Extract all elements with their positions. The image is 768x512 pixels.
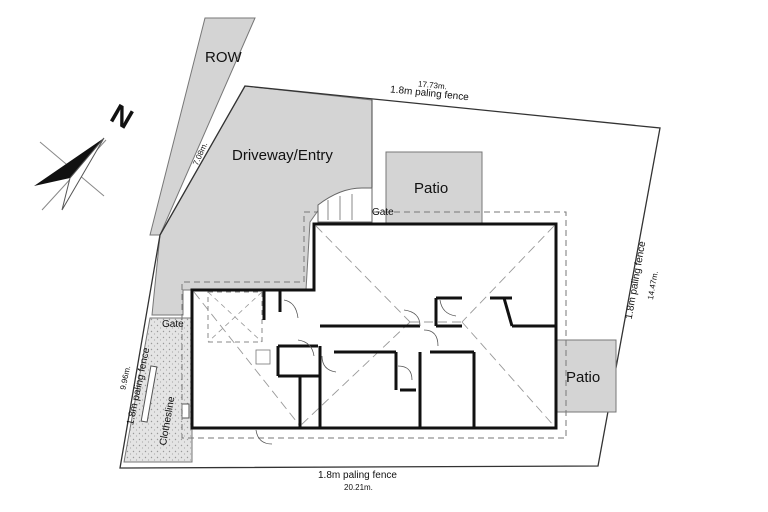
eave-outline bbox=[181, 211, 567, 439]
interior-walls bbox=[262, 290, 556, 428]
gate-north-label: Gate bbox=[372, 207, 394, 218]
skylight bbox=[207, 291, 263, 343]
west-length-label: 9.96m. bbox=[118, 365, 132, 391]
entry-steps bbox=[317, 187, 373, 223]
patio-north-label: Patio bbox=[414, 180, 448, 197]
clothesline-yard bbox=[123, 317, 193, 463]
row-label: ROW bbox=[205, 49, 243, 66]
floor-feature bbox=[255, 349, 271, 365]
door-swings bbox=[255, 299, 457, 445]
patio-east-label: Patio bbox=[566, 369, 600, 386]
south-fence-label: 1.8m paling fence bbox=[318, 470, 397, 481]
clothesline-bar bbox=[140, 365, 158, 423]
south-length-label: 20.21m. bbox=[344, 483, 373, 492]
gate-west-label: Gate bbox=[162, 319, 184, 330]
compass: N bbox=[34, 98, 138, 211]
lot-boundary bbox=[119, 85, 661, 469]
north-length-label: 17.73m. bbox=[418, 79, 448, 91]
driveway-label: Driveway/Entry bbox=[232, 147, 333, 164]
east-fence-label: 1.8m paling fence bbox=[624, 240, 649, 320]
compass-north-label: N bbox=[105, 98, 138, 135]
roof-lines bbox=[193, 225, 555, 427]
east-length-label: 14.47m. bbox=[646, 270, 660, 300]
tap-fixture bbox=[181, 403, 190, 419]
